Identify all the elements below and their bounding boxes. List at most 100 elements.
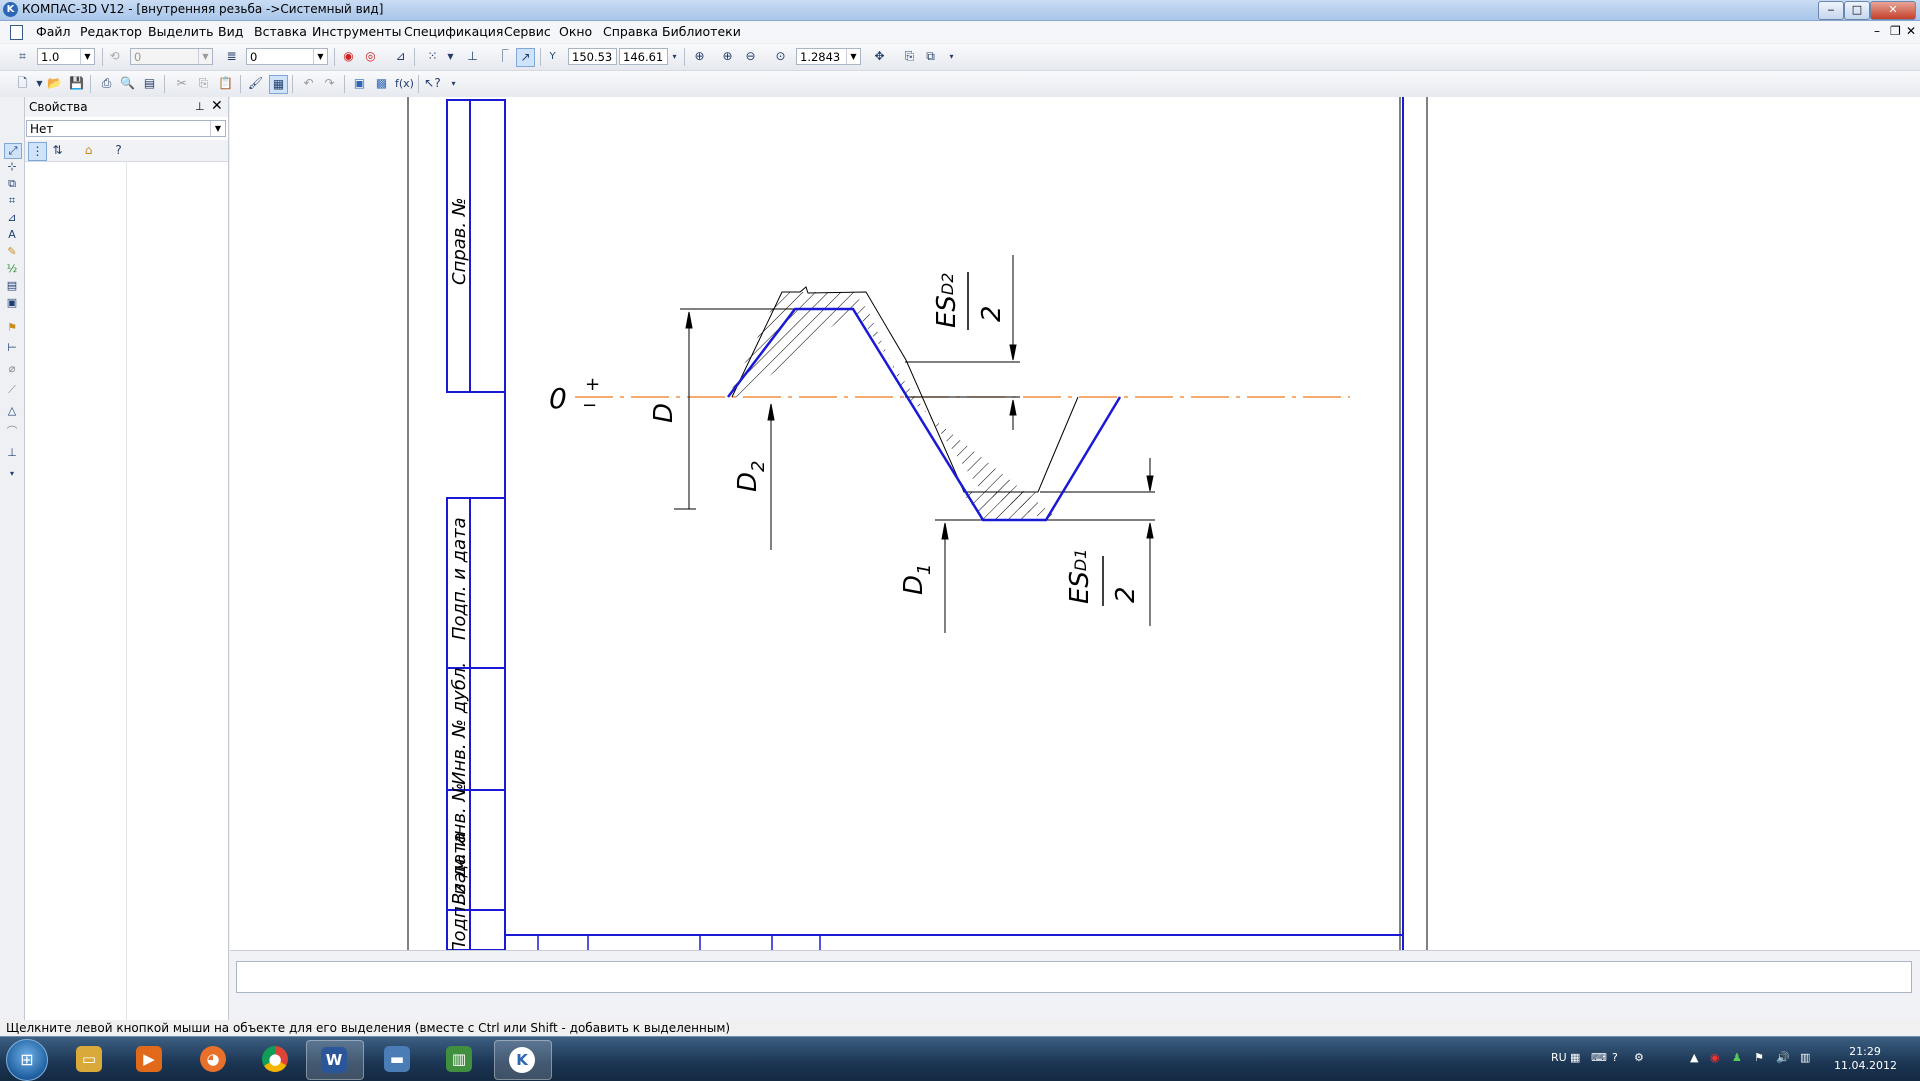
color-icon[interactable]: ◉ xyxy=(343,49,354,63)
toolbar-options-icon[interactable]: ▾ xyxy=(451,79,456,88)
menu-file[interactable]: Файл xyxy=(36,24,71,39)
volume-icon[interactable]: 🔊 xyxy=(1776,1051,1790,1064)
snap-icon[interactable]: ⊿ xyxy=(395,49,406,63)
dimensions-icon[interactable]: ⊹ xyxy=(7,160,17,173)
taskbar-explorer[interactable]: ▭ xyxy=(62,1040,118,1078)
round-icon[interactable]: ↗ xyxy=(516,48,535,67)
new-doc-icon[interactable]: 🗋 xyxy=(17,76,28,90)
maximize-button[interactable]: □ xyxy=(1844,1,1870,20)
ortho-icon[interactable]: ⎾ xyxy=(496,49,509,63)
toolbar-options-icon[interactable]: ▾ xyxy=(672,52,677,61)
coord-y-field[interactable]: 146.61 xyxy=(619,48,668,65)
language-indicator[interactable]: RU xyxy=(1551,1051,1567,1064)
help-tray-icon[interactable]: ? xyxy=(1612,1051,1618,1064)
mdi-close-button[interactable]: ✕ xyxy=(1906,24,1917,38)
point-icon[interactable]: ⚑ xyxy=(7,321,17,334)
designations-icon[interactable]: ⧉ xyxy=(8,177,16,190)
chevron-down-icon[interactable]: ▼ xyxy=(313,49,327,64)
menu-libraries[interactable]: Библиотеки xyxy=(662,24,741,39)
magnet-icon[interactable]: ◎ xyxy=(365,49,376,63)
zoom-window-icon[interactable]: ⊕ xyxy=(694,49,705,63)
help-pointer-icon[interactable]: ↖? xyxy=(424,76,441,90)
action-center-icon[interactable]: ⚑ xyxy=(1754,1051,1764,1064)
menu-editor[interactable]: Редактор xyxy=(80,24,142,39)
mdi-minimize-button[interactable]: – xyxy=(1874,24,1880,38)
object-selector[interactable]: Нет ▼ xyxy=(26,120,226,137)
coord-x-field[interactable]: 150.53 xyxy=(568,48,617,65)
chevron-down-icon[interactable]: ▼ xyxy=(846,49,860,64)
fx-icon[interactable]: f(x) xyxy=(395,77,414,90)
zoom-scale-icon[interactable]: ⊙ xyxy=(775,49,786,63)
show-all-icon[interactable]: ⧉ xyxy=(926,49,935,63)
keyboard-icon[interactable]: ⌨ xyxy=(1591,1051,1607,1064)
zoom-field[interactable]: 1.2843▼ xyxy=(796,48,861,65)
save-icon[interactable]: 💾 xyxy=(69,76,84,90)
pin-icon[interactable]: ⊥ xyxy=(195,100,205,113)
undo-icon[interactable]: ↶ xyxy=(303,76,314,90)
open-icon[interactable]: 📂 xyxy=(47,76,62,90)
property-bar-field[interactable] xyxy=(236,961,1912,993)
menu-specification[interactable]: Спецификация xyxy=(404,24,504,39)
network-icon[interactable]: ▥ xyxy=(1800,1051,1811,1064)
menu-select[interactable]: Выделить xyxy=(148,24,214,39)
edit-icon[interactable]: ⌗ xyxy=(8,194,16,207)
reports-icon[interactable]: ▤ xyxy=(6,279,18,292)
grid-icon[interactable]: ⁙ xyxy=(427,49,438,63)
chevron-down-icon[interactable]: ▼ xyxy=(80,49,94,64)
drawing-svg[interactable]: Справ. № Подп. и дата Инв. № дубл. Взам.… xyxy=(230,97,1920,950)
start-button[interactable]: ⊞ xyxy=(6,1039,48,1081)
zoom-out-icon[interactable]: ⊖ xyxy=(745,49,756,63)
drawing-canvas[interactable]: Справ. № Подп. и дата Инв. № дубл. Взам.… xyxy=(230,97,1920,950)
menu-insert[interactable]: Вставка xyxy=(254,24,307,39)
layers-icon[interactable]: ≣ xyxy=(226,49,237,63)
height-mark-icon[interactable]: ⊥ xyxy=(7,446,17,459)
chevron-down-icon[interactable]: ▾ xyxy=(9,469,14,478)
library-icon[interactable]: ▩ xyxy=(375,76,388,90)
spec-icon[interactable]: ½ xyxy=(6,262,18,275)
select-icon[interactable]: ✎ xyxy=(7,245,17,258)
cut-icon[interactable]: ✂ xyxy=(176,76,187,90)
clock[interactable]: 21:29 11.04.2012 xyxy=(1834,1045,1897,1073)
categorized-icon[interactable]: ⋮ xyxy=(28,142,47,161)
taskbar-chrome[interactable]: ● xyxy=(248,1040,304,1078)
close-button[interactable]: ✕ xyxy=(1870,1,1916,20)
settings-tray-icon[interactable]: ⚙ xyxy=(1634,1051,1644,1064)
word-tray-icon[interactable]: ▦ xyxy=(1570,1051,1581,1064)
taskbar-firefox[interactable]: ◕ xyxy=(186,1040,242,1078)
measure-icon[interactable]: A xyxy=(8,228,16,241)
library-objects-icon[interactable]: ⌂ xyxy=(84,143,93,157)
menu-help[interactable]: Справка xyxy=(603,24,659,39)
linear-dim-icon[interactable]: ⊢ xyxy=(7,341,17,354)
format-painter-icon[interactable]: 🖌 xyxy=(247,76,264,90)
print-icon[interactable]: ⎙ xyxy=(101,76,112,90)
menu-tools[interactable]: Инструменты xyxy=(312,24,402,39)
diameter-dim-icon[interactable]: ⌀ xyxy=(8,362,16,375)
local-cs-icon[interactable]: ⊥ xyxy=(467,49,478,63)
radius-dim-icon[interactable]: ⟋ xyxy=(8,383,16,396)
chevron-down-icon[interactable]: ▼ xyxy=(447,52,454,61)
angle-field[interactable]: 0▼ xyxy=(130,48,213,65)
menu-view[interactable]: Вид xyxy=(218,24,244,39)
taskbar-media-player[interactable]: ▶ xyxy=(122,1040,178,1078)
minimize-button[interactable]: ‒ xyxy=(1818,1,1844,20)
show-hidden-icons[interactable]: ▲ xyxy=(1690,1051,1699,1064)
paste-icon[interactable]: 📋 xyxy=(218,76,233,90)
step-field[interactable]: 1.0▼ xyxy=(37,48,95,65)
copy-icon[interactable]: ⎘ xyxy=(198,76,209,90)
pan-icon[interactable]: ✥ xyxy=(874,49,885,63)
help-icon[interactable]: ? xyxy=(115,143,122,157)
taskbar-word[interactable]: W xyxy=(306,1040,364,1080)
document-icon[interactable] xyxy=(10,25,23,40)
properties-icon[interactable]: ▦ xyxy=(269,75,288,94)
geometry-icon[interactable]: ⤢ xyxy=(4,143,22,159)
menu-service[interactable]: Сервис xyxy=(504,24,551,39)
antivirus-icon[interactable]: ◉ xyxy=(1710,1051,1720,1064)
chevron-down-icon[interactable]: ▼ xyxy=(36,79,43,88)
taskbar-monitor[interactable]: ▬ xyxy=(370,1040,426,1078)
taskbar-task-manager[interactable]: ▥ xyxy=(432,1040,488,1078)
toolbar-options-icon[interactable]: ▾ xyxy=(949,52,954,61)
redo-icon[interactable]: ↷ xyxy=(324,76,335,90)
parametrization-icon[interactable]: ⊿ xyxy=(7,211,17,224)
print-setup-icon[interactable]: ▤ xyxy=(143,76,156,90)
manager-icon[interactable]: ▣ xyxy=(353,76,366,90)
